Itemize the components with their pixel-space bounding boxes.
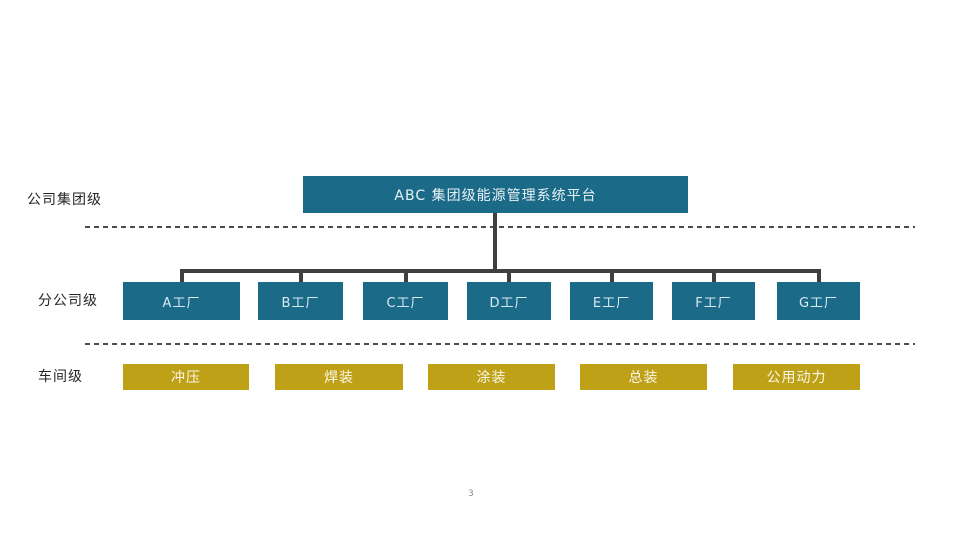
- connector-trunk: [493, 213, 497, 271]
- node-workshop-welding: 焊装: [275, 364, 403, 390]
- level-label-group: 公司集团级: [27, 192, 102, 208]
- level-label-branch: 分公司级: [38, 293, 98, 309]
- connector-stub-f: [712, 269, 716, 282]
- node-factory-d: D工厂: [467, 282, 551, 320]
- node-factory-f: F工厂: [672, 282, 755, 320]
- node-workshop-utilities: 公用动力: [733, 364, 860, 390]
- node-factory-c: C工厂: [363, 282, 448, 320]
- node-factory-e: E工厂: [570, 282, 653, 320]
- node-workshop-stamping: 冲压: [123, 364, 249, 390]
- connector-stub-c: [404, 269, 408, 282]
- node-factory-b: B工厂: [258, 282, 343, 320]
- node-workshop-assembly: 总装: [580, 364, 707, 390]
- node-root-platform: ABC 集团级能源管理系统平台: [303, 176, 688, 213]
- node-factory-a: A工厂: [123, 282, 240, 320]
- node-workshop-painting: 涂装: [428, 364, 555, 390]
- connector-stub-b: [299, 269, 303, 282]
- connector-stub-e: [610, 269, 614, 282]
- connector-stub-d: [507, 269, 511, 282]
- divider-branch-workshop: [85, 343, 915, 345]
- connector-branch-bar: [180, 269, 821, 273]
- node-factory-g: G工厂: [777, 282, 860, 320]
- divider-group-branch: [85, 226, 915, 228]
- page-number: 3: [468, 489, 474, 499]
- level-label-workshop: 车间级: [38, 369, 83, 385]
- connector-stub-g: [817, 269, 821, 282]
- connector-stub-a: [180, 269, 184, 282]
